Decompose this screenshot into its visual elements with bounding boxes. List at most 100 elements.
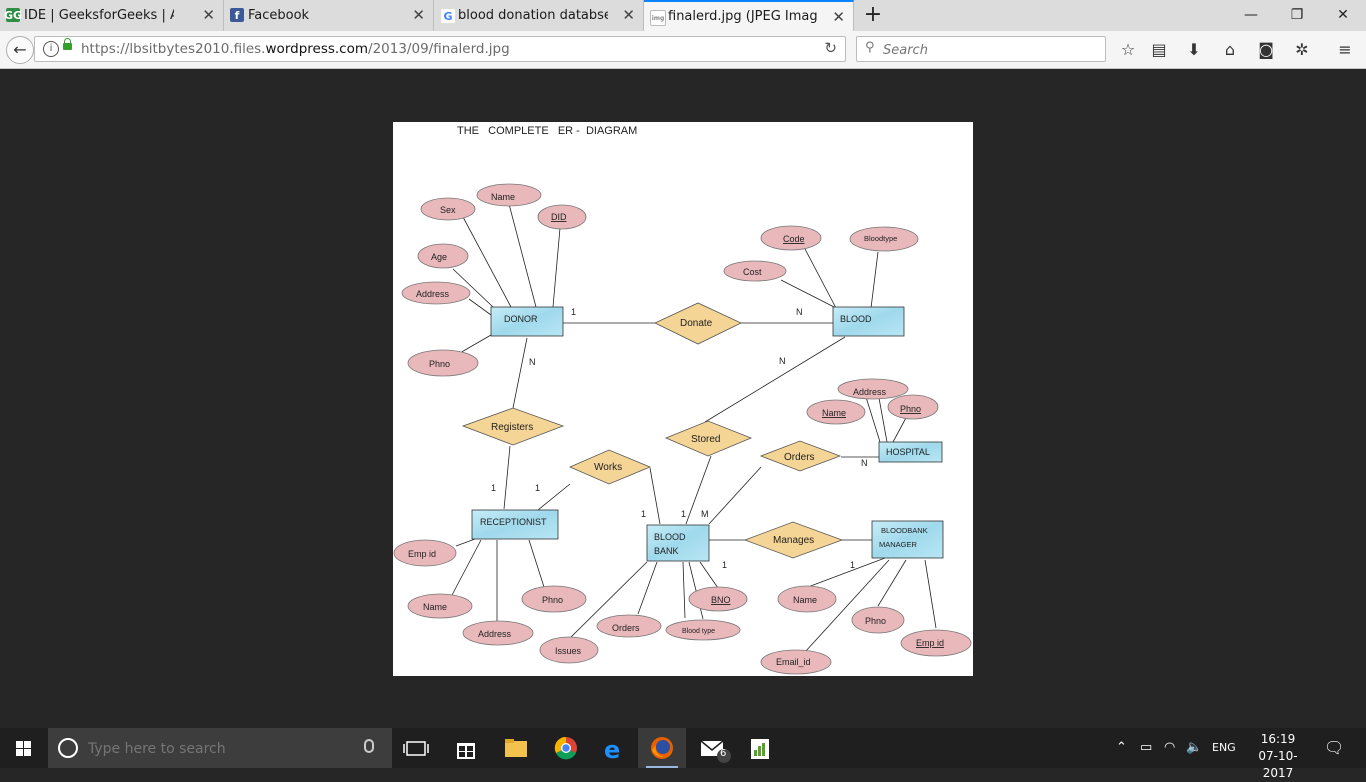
close-tab-icon[interactable]: ✕ bbox=[202, 6, 215, 24]
attribute-name bbox=[777, 585, 837, 613]
search-icon: ⚲ bbox=[865, 40, 875, 55]
search-input[interactable] bbox=[881, 40, 1095, 60]
relationship-registers bbox=[461, 407, 565, 446]
tab-finalerd-image[interactable]: img finalerd.jpg (JPEG Image, 580 × 554 … bbox=[644, 0, 854, 31]
taskbar-mail[interactable]: 6 bbox=[688, 728, 736, 768]
attribute-bno bbox=[688, 586, 748, 612]
attribute-age bbox=[417, 243, 469, 269]
tab-geeksforgeeks[interactable]: GG IDE | GeeksforGeeks | A computer scie… bbox=[0, 0, 224, 31]
clock-time: 16:19 bbox=[1260, 732, 1296, 746]
entity-blood bbox=[832, 306, 905, 337]
entity-label: BLOODBANK bbox=[881, 526, 928, 535]
bookmark-star-icon[interactable]: ☆ bbox=[1120, 40, 1136, 59]
attribute-name bbox=[407, 593, 473, 619]
store-icon bbox=[457, 743, 475, 759]
relationship-label: Donate bbox=[680, 318, 713, 329]
search-box[interactable]: ⚲ bbox=[856, 36, 1106, 62]
volume-icon[interactable]: 🔈 bbox=[1186, 740, 1203, 755]
attribute-phno bbox=[521, 585, 587, 613]
attribute-label: Phno bbox=[542, 595, 563, 605]
reading-list-icon[interactable]: ▤ bbox=[1151, 40, 1167, 59]
attribute-label: Address bbox=[416, 289, 450, 299]
language-indicator[interactable]: ENG bbox=[1212, 741, 1236, 754]
relationship-label: Works bbox=[594, 462, 622, 473]
microphone-icon[interactable] bbox=[364, 739, 374, 753]
show-hidden-icons-chevron-icon[interactable]: ⌃ bbox=[1116, 740, 1127, 755]
relationship-label: Manages bbox=[773, 535, 814, 546]
entity-receptionist bbox=[471, 509, 559, 540]
attribute-issues bbox=[539, 636, 599, 664]
er-diagram-image[interactable]: THE COMPLETE ER - DIAGRAM bbox=[393, 122, 973, 676]
relationship-label: Registers bbox=[491, 422, 533, 433]
clock-date: 07-10-2017 bbox=[1258, 749, 1298, 780]
menu-icon[interactable]: ≡ bbox=[1338, 40, 1352, 59]
cardinality-label: 1 bbox=[641, 509, 646, 519]
task-view-icon bbox=[403, 741, 429, 756]
attribute-sex bbox=[420, 197, 476, 221]
reload-icon[interactable]: ↻ bbox=[824, 39, 837, 57]
taskbar-store[interactable] bbox=[442, 728, 490, 768]
attribute-label: Emp id bbox=[916, 638, 944, 648]
attribute-bloodtype bbox=[665, 619, 741, 641]
home-icon[interactable]: ⌂ bbox=[1224, 40, 1236, 59]
attribute-orders bbox=[596, 614, 662, 638]
entity-label: BLOOD bbox=[840, 314, 872, 324]
google-icon: G bbox=[440, 8, 456, 24]
clock[interactable]: 16:19 07-10-2017 bbox=[1252, 731, 1304, 782]
attribute-label: Issues bbox=[555, 646, 582, 656]
close-tab-icon[interactable]: ✕ bbox=[412, 6, 425, 24]
tab-label: blood donation databse ER model bbox=[458, 8, 608, 23]
url-text[interactable]: https://lbsitbytes2010.files.wordpress.c… bbox=[81, 41, 510, 57]
attribute-label: Address bbox=[478, 629, 512, 639]
taskbar-firefox[interactable] bbox=[638, 728, 686, 768]
notifications-icon[interactable]: 🗨 bbox=[1324, 738, 1345, 757]
entity-bloodbank-manager bbox=[871, 520, 944, 559]
attribute-label: Name bbox=[822, 408, 846, 418]
pocket-icon[interactable]: ◙ bbox=[1258, 40, 1274, 59]
entity-label: MANAGER bbox=[879, 540, 918, 549]
relationship-stored bbox=[664, 420, 753, 457]
attribute-did bbox=[537, 204, 587, 230]
battery-icon[interactable]: ▭ bbox=[1140, 740, 1153, 755]
info-icon[interactable]: i bbox=[43, 41, 59, 57]
geeksforgeeks-icon: GG bbox=[3, 8, 23, 22]
cortana-icon bbox=[58, 738, 78, 758]
wifi-icon[interactable]: ◠ bbox=[1164, 740, 1176, 755]
extension-icon[interactable]: ✲ bbox=[1295, 40, 1309, 59]
taskbar: e 6 ⌃ ▭ ◠ 🔈 ENG 16:19 07-10-2017 🗨 bbox=[0, 728, 1366, 780]
cardinality-label: M bbox=[701, 509, 709, 519]
mail-badge: 6 bbox=[720, 748, 727, 759]
tab-strip: GG IDE | GeeksforGeeks | A computer scie… bbox=[0, 0, 1366, 31]
task-view-button[interactable] bbox=[392, 728, 440, 768]
close-tab-icon[interactable]: ✕ bbox=[832, 8, 845, 26]
new-tab-button[interactable]: + bbox=[863, 2, 883, 27]
attribute-label: Emp id bbox=[408, 549, 436, 559]
taskbar-search[interactable] bbox=[48, 728, 392, 768]
attribute-label: Name bbox=[423, 602, 447, 612]
entity-blood-bank bbox=[646, 524, 710, 562]
restore-icon[interactable]: ❐ bbox=[1290, 7, 1304, 23]
window-close-icon[interactable]: ✕ bbox=[1337, 7, 1349, 23]
taskbar-app[interactable] bbox=[736, 728, 784, 768]
image-viewer: THE COMPLETE ER - DIAGRAM bbox=[0, 69, 1366, 728]
downloads-icon[interactable]: ⬇ bbox=[1187, 40, 1201, 59]
tab-google-search[interactable]: G blood donation databse ER model ✕ bbox=[434, 0, 644, 31]
image-file-icon: img bbox=[650, 10, 666, 26]
cardinality-label: 1 bbox=[722, 560, 727, 570]
taskbar-chrome[interactable] bbox=[542, 728, 590, 768]
minimize-icon[interactable]: — bbox=[1244, 7, 1258, 23]
relationship-manages bbox=[743, 521, 844, 559]
tab-facebook[interactable]: f Facebook ✕ bbox=[224, 0, 434, 31]
close-tab-icon[interactable]: ✕ bbox=[622, 6, 635, 24]
start-button[interactable] bbox=[0, 728, 48, 768]
attribute-address bbox=[837, 378, 909, 400]
taskbar-file-explorer[interactable] bbox=[492, 728, 540, 768]
attribute-phno bbox=[851, 606, 905, 634]
attribute-code bbox=[760, 225, 822, 251]
back-button[interactable]: ← bbox=[6, 36, 34, 64]
entity-label: RECEPTIONIST bbox=[480, 517, 547, 527]
entity-label: HOSPITAL bbox=[886, 447, 930, 457]
address-bar[interactable]: i https://lbsitbytes2010.files.wordpress… bbox=[34, 36, 846, 62]
taskbar-search-input[interactable] bbox=[86, 738, 350, 760]
taskbar-edge[interactable]: e bbox=[590, 728, 638, 768]
